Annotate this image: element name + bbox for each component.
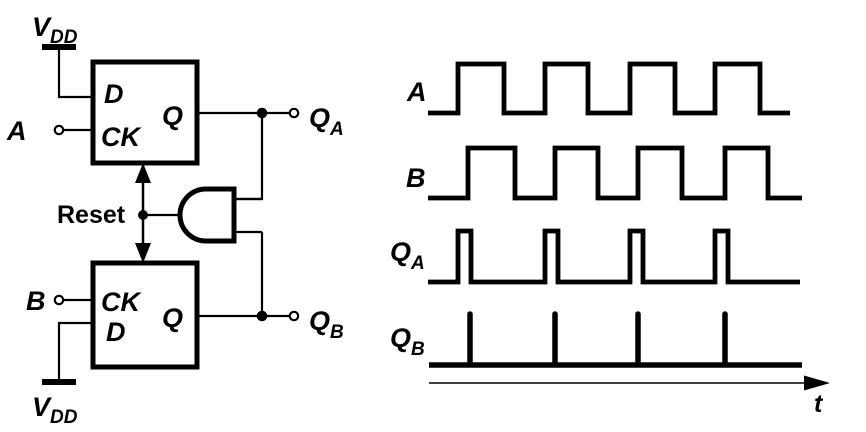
vdd-top-base: V: [32, 12, 52, 42]
vdd-top-label: VDD: [32, 12, 78, 48]
junction-reset: [138, 210, 148, 220]
waveform-qb-label-base: Q: [390, 323, 411, 353]
terminal-qa: [288, 107, 300, 119]
waveform-a-trace: [428, 61, 790, 116]
output-qa-base: Q: [309, 103, 330, 133]
waveform-a-label: A: [406, 77, 427, 107]
junction-qb: [256, 310, 268, 322]
and-gate: [177, 186, 237, 244]
flipflop-top-ck-label: CK: [101, 122, 142, 152]
wire-vdd-bottom-to-d: [57, 321, 93, 380]
waveform-b-label-base: B: [406, 163, 426, 193]
waveform-qb-trace: [429, 311, 802, 368]
vdd-bottom-base: V: [32, 392, 52, 422]
vdd-bottom-rail-bar: [42, 379, 76, 385]
wire-qa-to-gate: [234, 113, 264, 201]
waveform-b-label: B: [406, 163, 426, 193]
wire-vdd-top-to-d: [57, 50, 93, 99]
junction-qa: [256, 107, 268, 119]
output-qa-label: QA: [309, 103, 344, 140]
output-qb-label: QB: [309, 306, 344, 343]
time-axis-arrowhead: [804, 375, 830, 391]
reset-label: Reset: [57, 201, 126, 229]
terminal-qb: [288, 310, 300, 322]
reset-arrow-up: [135, 163, 151, 183]
output-qa-sub: A: [329, 119, 344, 140]
flipflop-top-q-label: Q: [162, 101, 183, 131]
vdd-bottom-sub: DD: [50, 407, 78, 428]
waveform-qa-label-base: Q: [390, 237, 411, 267]
waveform-qa-label: QA: [390, 237, 425, 274]
waveform-a-label-base: A: [406, 77, 427, 107]
flipflop-bottom-q-label: Q: [162, 303, 183, 333]
vdd-bottom-label: VDD: [32, 392, 78, 428]
reset-arrow-down: [135, 243, 151, 263]
waveform-qb-label: QB: [390, 323, 425, 360]
vdd-top-rail-bar: [42, 44, 76, 50]
waveform-b-trace: [428, 145, 802, 201]
waveform-qb-label-sub: B: [411, 339, 425, 360]
waveform-qa-trace: [428, 228, 800, 285]
flipflop-top-d-label: D: [104, 79, 124, 109]
time-axis-label: t: [814, 390, 824, 418]
vdd-top-sub: DD: [50, 27, 78, 48]
waveform-qa-label-sub: A: [410, 253, 425, 274]
output-qb-sub: B: [330, 322, 344, 343]
terminal-b: [53, 294, 65, 306]
output-qb-base: Q: [309, 306, 330, 336]
flipflop-bottom-d-label: D: [106, 317, 126, 347]
terminal-a: [53, 124, 65, 136]
flipflop-bottom-ck-label: CK: [101, 287, 142, 317]
input-a-label: A: [6, 116, 27, 146]
input-b-label: B: [26, 286, 46, 316]
